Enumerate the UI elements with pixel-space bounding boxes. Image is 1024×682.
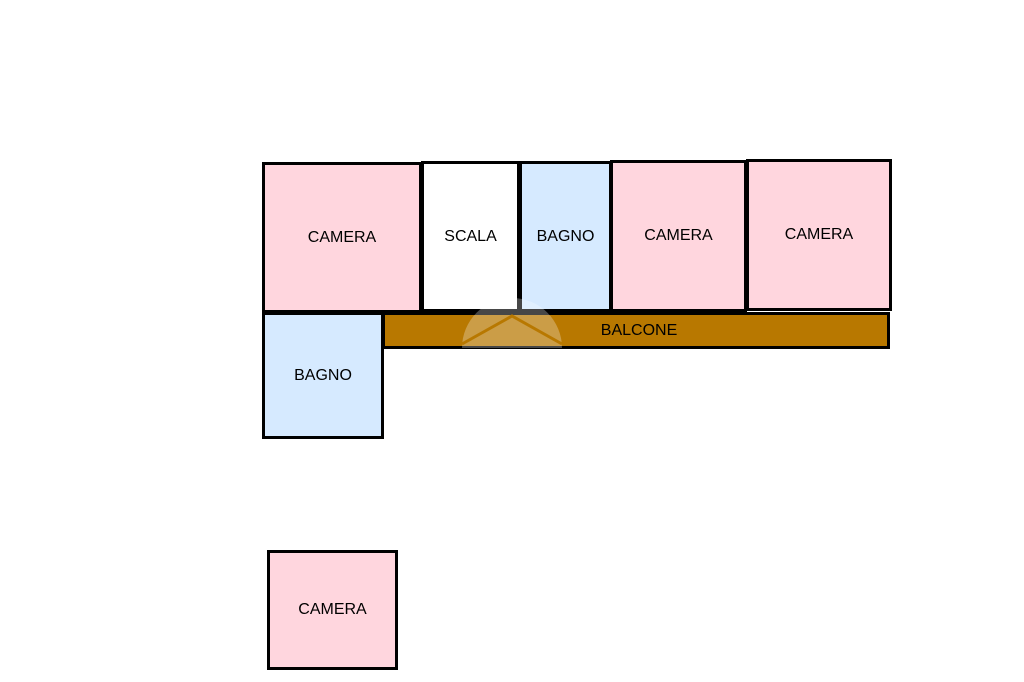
room-camera-2-label: CAMERA [644,227,713,244]
room-bagno-2-label: BAGNO [294,366,352,384]
room-camera-4-label: CAMERA [298,601,367,618]
room-camera-3-label: CAMERA [784,226,854,243]
room-bagno-2: BAGNO [262,312,384,439]
room-balcone: BALCONE [382,312,890,349]
house-roof-icon [461,298,563,348]
room-balcone-label: BALCONE [600,321,678,339]
room-camera-3: CAMERA [746,159,892,311]
room-camera-4: CAMERA [267,550,398,670]
room-scala: SCALA [421,161,520,312]
room-camera-1-label: CAMERA [307,228,377,246]
room-bagno-1-label: BAGNO [536,227,595,245]
room-bagno-1: BAGNO [519,161,612,312]
room-camera-1: CAMERA [262,162,422,313]
room-camera-2: CAMERA [610,160,747,312]
room-scala-label: SCALA [444,227,497,245]
